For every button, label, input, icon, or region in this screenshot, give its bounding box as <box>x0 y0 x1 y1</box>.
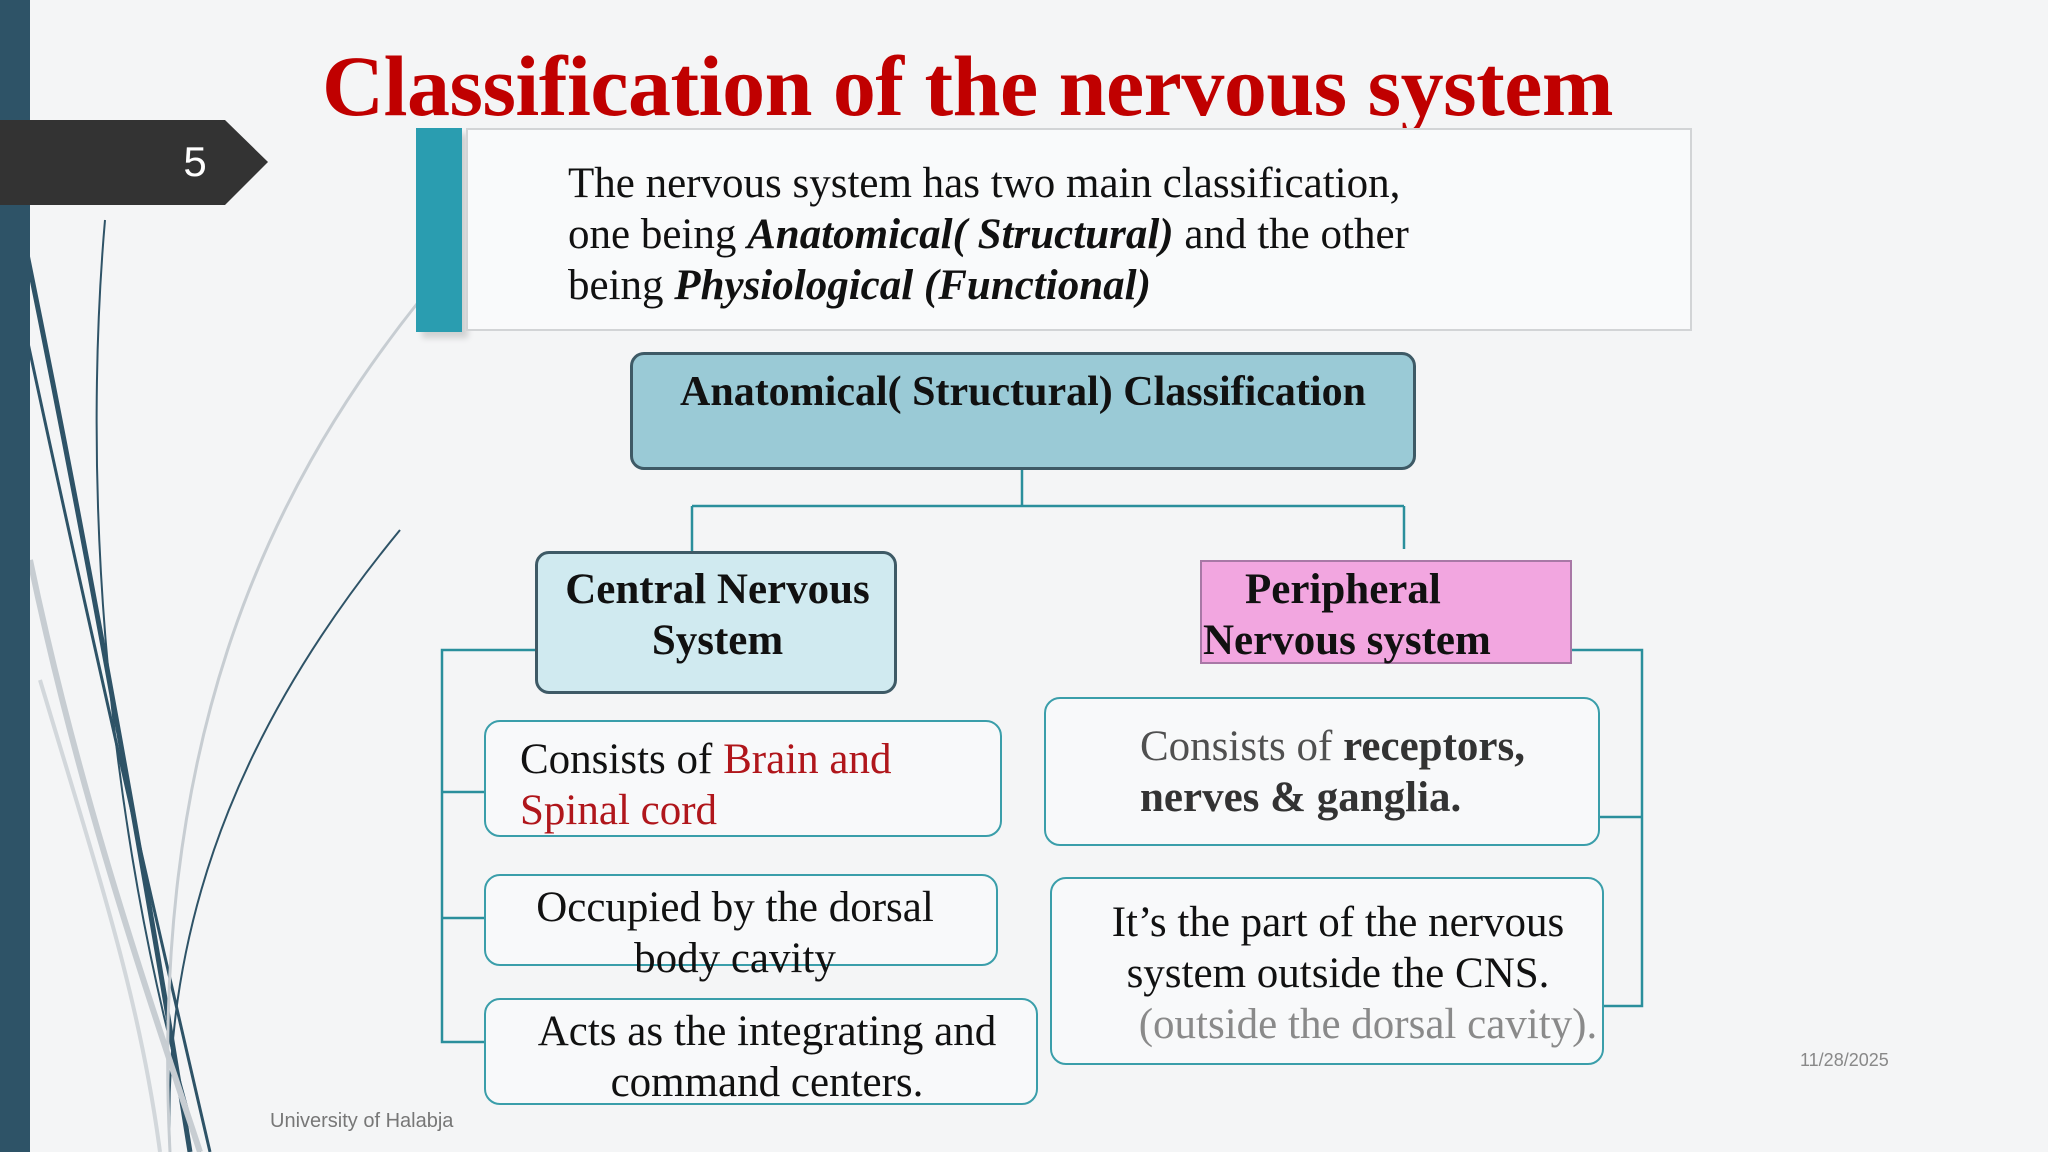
intro-line-2: one being Anatomical( Structural) and th… <box>568 211 1409 258</box>
slide-number-tab <box>0 120 268 205</box>
cns-item-brain: Brain and <box>723 736 892 783</box>
pns-item-outside: It’s the part of the nervous system outs… <box>1068 897 1608 1050</box>
slide-number: 5 <box>183 138 207 185</box>
cns-item-dorsal-line-2: body cavity <box>634 935 836 982</box>
cns-item-integrating: Acts as the integrating and command cent… <box>500 1006 1034 1108</box>
pns-item-outside-line-2: system outside the CNS. <box>1126 950 1550 997</box>
cns-item-integrating-box <box>484 998 1038 1105</box>
pns-item-consists-prefix: Consists of <box>1140 723 1344 770</box>
cns-item-dorsal-line-1: Occupied by the dorsal <box>536 884 934 931</box>
cns-item-consists: Consists of Brain and Spinal cord <box>520 734 990 836</box>
intro-line-1: The nervous system has two main classifi… <box>568 160 1401 207</box>
pns-item-outside-line-1: It’s the part of the nervous <box>1111 899 1565 946</box>
footer-institution: University of Halabja <box>270 1110 454 1132</box>
pns-box <box>1200 560 1572 664</box>
pns-label-line-1: Peripheral <box>1245 566 1441 613</box>
pns-item-consists-box <box>1044 697 1600 846</box>
cns-label-line-1: Central Nervous <box>565 566 870 613</box>
physiological-term: Physiological (Functional) <box>674 262 1151 309</box>
root-classification-label: Anatomical( Structural) Classification <box>680 369 1366 415</box>
intro-accent-bar <box>416 128 462 332</box>
cns-item-dorsal: Occupied by the dorsal body cavity <box>500 882 970 984</box>
cns-item-dorsal-box <box>484 874 998 966</box>
pns-item-receptors: receptors, <box>1343 723 1525 770</box>
pns-item-outside-box <box>1050 877 1604 1065</box>
intro-line-3: being Physiological (Functional) <box>568 262 1151 309</box>
cns-box <box>535 551 897 694</box>
cns-item-integrating-line-1: Acts as the integrating and <box>537 1008 997 1055</box>
footer-date: 11/28/2025 <box>1800 1050 1889 1070</box>
root-classification-box <box>630 352 1416 470</box>
pns-item-nerves-ganglia: nerves & ganglia. <box>1140 774 1462 821</box>
intro-box <box>466 128 1692 331</box>
slide-title: Classification of the nervous system <box>322 38 1614 134</box>
pns-label-line-2: Nervous system <box>1203 617 1491 664</box>
pns-item-consists: Consists of receptors, nerves & ganglia. <box>1140 721 1590 823</box>
cns-label-line-2: System <box>651 617 784 664</box>
cns-item-consists-box <box>484 720 1002 837</box>
pns-label: Peripheral Nervous system <box>1203 564 1573 666</box>
intro-text: The nervous system has two main classifi… <box>568 158 1668 311</box>
pns-item-outside-line-3: (outside the dorsal cavity). <box>1138 1001 1598 1048</box>
cns-item-spinal-cord: Spinal cord <box>520 787 718 834</box>
cns-item-consists-prefix: Consists of <box>520 736 724 783</box>
cns-label: Central Nervous System <box>545 564 890 666</box>
cns-item-integrating-line-2: command centers. <box>610 1059 924 1106</box>
anatomical-term: Anatomical( Structural) <box>747 211 1174 258</box>
